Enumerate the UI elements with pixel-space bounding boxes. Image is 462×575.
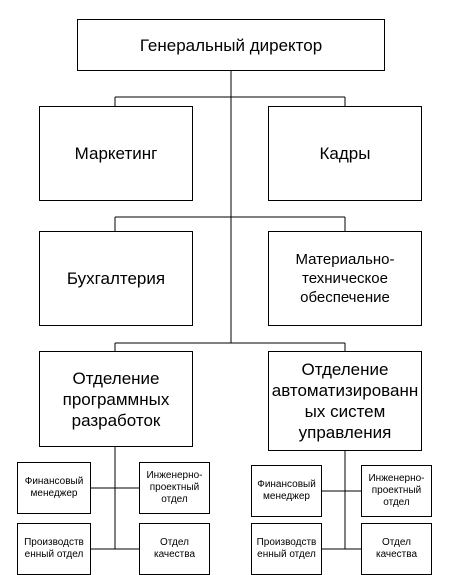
- dev-finance-box: Финансовый менеджер: [17, 462, 91, 514]
- acs-production-box: Производств енный отдел: [251, 523, 322, 575]
- acs-quality-box: Отдел качества: [361, 523, 432, 575]
- hr-box: Кадры: [268, 106, 422, 201]
- dev-quality-box: Отдел качества: [139, 523, 210, 575]
- dev-division-box: Отделение программных разработок: [39, 351, 193, 447]
- acs-engineering-box: Инженерно- проектный отдел: [361, 465, 432, 517]
- logistics-box: Материально- техническое обеспечение: [268, 231, 422, 326]
- acs-division-box: Отделение автоматизированн ых систем упр…: [268, 351, 422, 451]
- director-box: Генеральный директор: [77, 19, 385, 71]
- marketing-box: Маркетинг: [39, 106, 193, 201]
- dev-production-box: Производств енный отдел: [17, 523, 91, 575]
- acs-finance-box: Финансовый менеджер: [251, 465, 322, 517]
- accounting-box: Бухгалтерия: [39, 231, 193, 326]
- dev-engineering-box: Инженерно- проектный отдел: [139, 462, 210, 514]
